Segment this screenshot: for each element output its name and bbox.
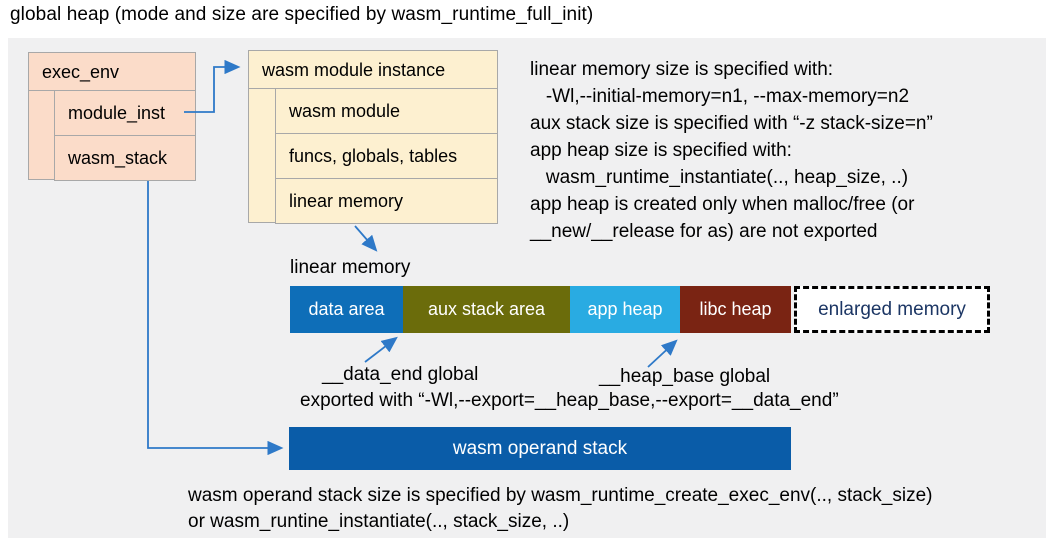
- field-wasm-module: wasm module: [275, 88, 498, 134]
- field-module-inst: module_inst: [54, 90, 196, 136]
- note-line: wasm_runtime_instantiate(.., heap_size, …: [530, 167, 909, 188]
- wasm-operand-stack-bar: wasm operand stack: [289, 427, 791, 470]
- exec-env-header: exec_env: [29, 53, 195, 91]
- note-line: wasm operand stack size is specified by …: [188, 485, 933, 506]
- note-line: -Wl,--initial-memory=n1, --max-memory=n2: [530, 86, 910, 107]
- note-line: __new/__release for as) are not exported: [530, 221, 878, 242]
- wasm-module-instance-box: wasm module instance wasm module funcs, …: [248, 50, 498, 224]
- note-line: or wasm_runtine_instantiate(.., stack_si…: [188, 511, 570, 532]
- note-line: linear memory size is specified with:: [530, 59, 834, 80]
- note-line: aux stack size is specified with “-z sta…: [530, 113, 933, 134]
- segment-data-area: data area: [290, 286, 403, 333]
- field-linear-memory: linear memory: [275, 178, 498, 224]
- note-line: app heap is created only when malloc/fre…: [530, 194, 915, 215]
- linear-memory-label: linear memory: [290, 257, 411, 278]
- data-end-global-label: __data_end global: [322, 364, 479, 385]
- segment-app-heap: app heap: [570, 286, 680, 333]
- module-instance-header: wasm module instance: [249, 51, 497, 89]
- export-flags-label: exported with “-Wl,--export=__heap_base,…: [300, 390, 839, 411]
- field-funcs-globals-tables: funcs, globals, tables: [275, 133, 498, 179]
- diagram-title: global heap (mode and size are specified…: [10, 4, 594, 25]
- segment-aux-stack-area: aux stack area: [403, 286, 570, 333]
- operand-stack-notes: wasm operand stack size is specified by …: [188, 483, 933, 535]
- field-wasm-stack: wasm_stack: [54, 135, 196, 181]
- exec-env-box: exec_env module_inst wasm_stack: [28, 52, 196, 181]
- segment-enlarged-memory: enlarged memory: [794, 286, 990, 333]
- heap-base-global-label: __heap_base global: [599, 366, 771, 387]
- note-line: app heap size is specified with:: [530, 140, 792, 161]
- memory-size-notes: linear memory size is specified with: -W…: [530, 56, 933, 245]
- segment-libc-heap: libc heap: [680, 286, 791, 333]
